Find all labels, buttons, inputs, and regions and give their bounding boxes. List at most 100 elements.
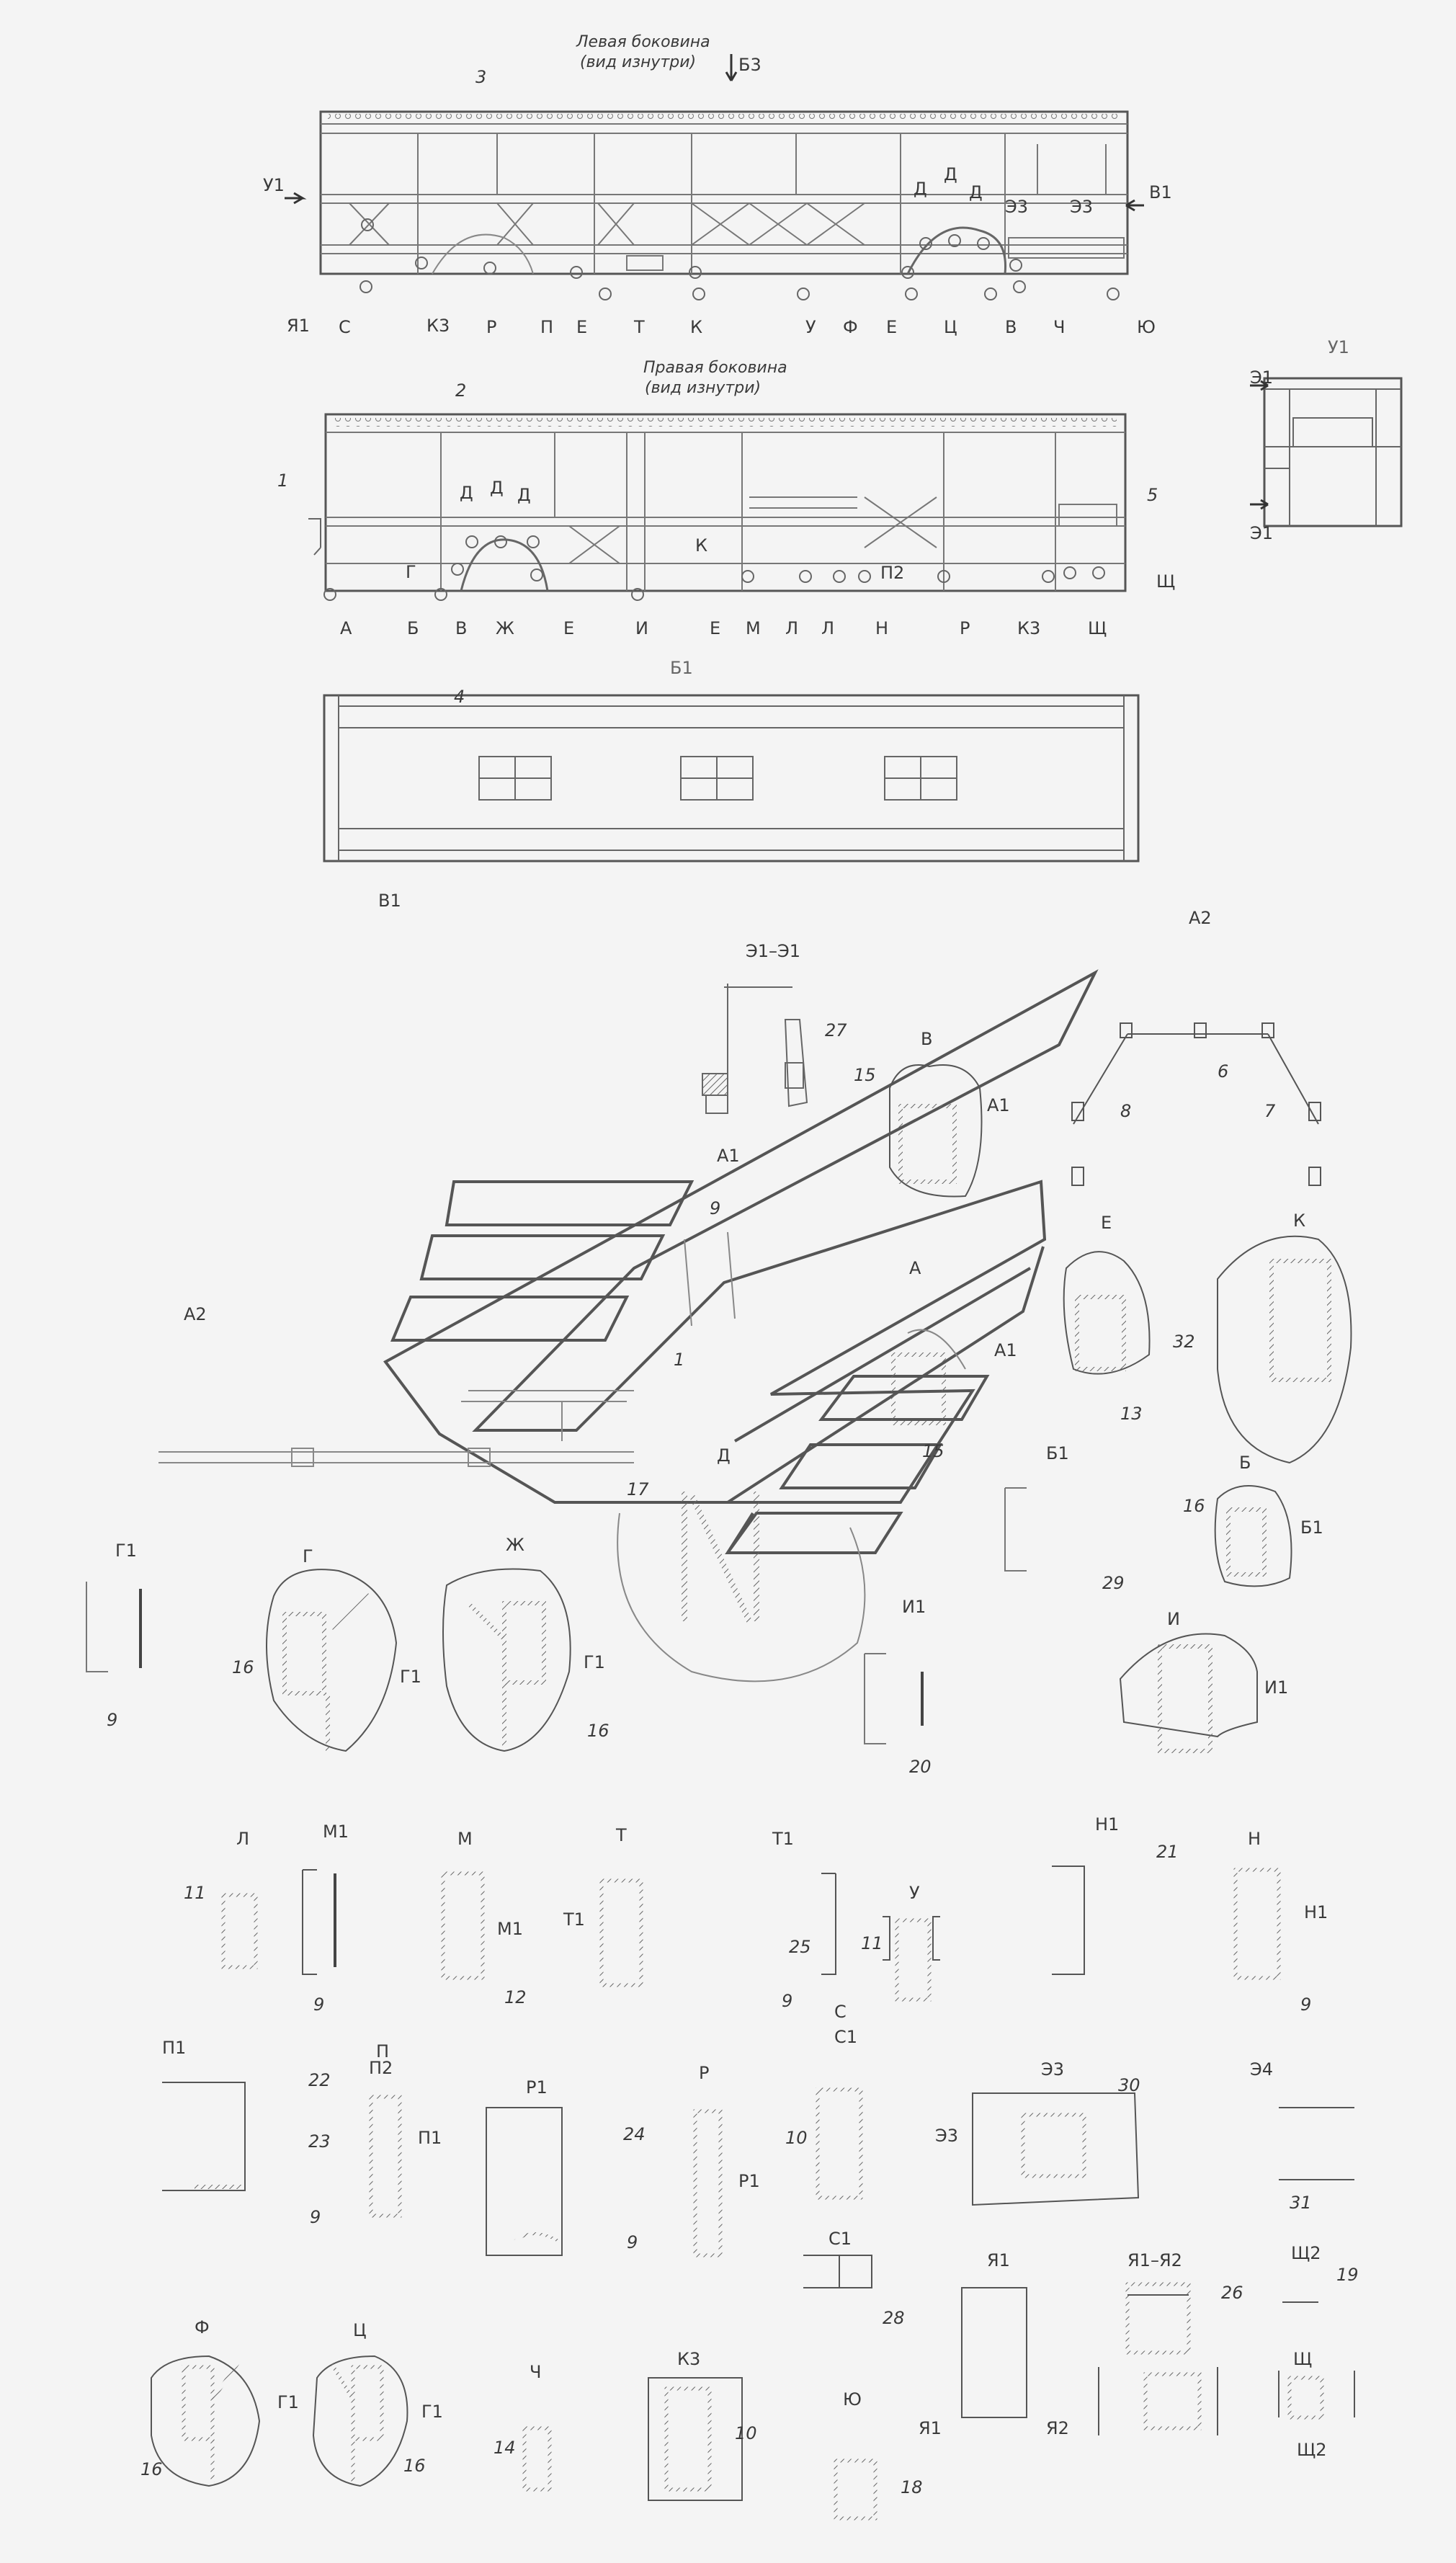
r3-g1b: Г1 [421, 2402, 443, 2422]
label-d-1: Д [914, 179, 927, 199]
detail-g-arrow: Г1 [400, 1667, 421, 1687]
r1-n1: Н1 [1095, 1814, 1120, 1835]
r2-r1-arrow: Р1 [738, 2171, 760, 2191]
r1-25: 25 [789, 1937, 811, 1957]
r3-s1: С1 [829, 2229, 852, 2249]
label-rd-3: Д [517, 485, 531, 505]
detail-i-arrow: И1 [1264, 1677, 1289, 1698]
r3-28: 28 [883, 2308, 905, 2328]
r2-p1-arrow: П1 [418, 2128, 442, 2148]
r3-f: Ф [195, 2317, 210, 2337]
label-e-2: Е [886, 317, 898, 337]
r2-e3-arrow: Э3 [935, 2126, 959, 2146]
r2-10: 10 [785, 2128, 808, 2148]
label-num-5: 5 [1147, 485, 1158, 505]
label-rv: В [455, 618, 468, 638]
detail-a2 [1071, 1022, 1321, 1186]
r1-l: Л [236, 1829, 250, 1849]
r2-s: С [834, 2002, 847, 2022]
r1-11b: 11 [861, 1933, 883, 1953]
r3-ch: Ч [530, 2362, 542, 2382]
detail-i1-title: И1 [902, 1597, 926, 1617]
r1-t1-arrow: Т1 [563, 1909, 585, 1930]
title-right-side-2: (вид изнутри) [645, 379, 762, 397]
label-rn: Н [875, 618, 889, 638]
detail-k-title: К [1293, 1211, 1306, 1231]
a2-label-6: 6 [1218, 1061, 1229, 1082]
detail-k [1217, 1235, 1352, 1464]
r2-r: Р [699, 2063, 710, 2083]
r2-23: 23 [308, 2131, 331, 2152]
a2-label-8: 8 [1120, 1101, 1132, 1121]
label-rr: Р [960, 618, 970, 638]
r1-m1: М1 [323, 1822, 349, 1842]
r3-k3: К3 [677, 2349, 701, 2369]
label-yu: Ю [1137, 317, 1156, 337]
detail-row-3 [151, 2255, 1355, 2520]
iso-label-e1e1: Э1–Э1 [746, 941, 801, 961]
label-rd-1: Д [460, 483, 473, 503]
detail-i1-num: 20 [909, 1757, 932, 1777]
detail-v-inset [889, 1064, 983, 1198]
r1-t1: Т1 [772, 1829, 794, 1849]
iso-label-17: 17 [627, 1479, 649, 1499]
detail-zh-arrow: Г1 [584, 1652, 605, 1672]
label-ts: Ц [944, 317, 957, 337]
r3-ts: Ц [353, 2320, 367, 2340]
detail-g [266, 1569, 398, 1752]
detail-b [1214, 1485, 1292, 1587]
label-ra: А [340, 618, 352, 638]
label-p: П [540, 317, 554, 337]
title-right-side-1: Правая боковина [643, 359, 787, 377]
title-left-side-2: (вид изнутри) [580, 53, 697, 71]
detail-b-arrow: Б1 [1300, 1517, 1323, 1538]
iso-label-15-b: 15 [922, 1441, 944, 1461]
label-ri: И [635, 618, 648, 638]
r1-12: 12 [504, 1987, 527, 2007]
detail-zh-num: 16 [587, 1721, 609, 1741]
detail-e-title: Е [1101, 1213, 1112, 1233]
r2-s1: С1 [834, 2027, 858, 2047]
title-left-side-1: Левая боковина [576, 33, 710, 51]
label-ya1: Я1 [287, 316, 310, 336]
detail-i [1119, 1633, 1258, 1753]
label-k: К [690, 317, 703, 337]
view-arrow-v1 [1125, 199, 1144, 212]
r3-ya2-arrow: Я2 [1046, 2418, 1069, 2438]
r3-yu: Ю [843, 2389, 862, 2410]
iso-label-a1-b: А1 [717, 1146, 740, 1166]
view-u1-title: У1 [1328, 337, 1349, 357]
r2-22: 22 [308, 2070, 331, 2090]
section-g1 [86, 1582, 142, 1672]
view-arrow-b3 [725, 54, 738, 81]
detail-g1-title: Г1 [115, 1541, 137, 1561]
view-u1-e1-top: Э1 [1250, 367, 1274, 388]
r2-9a: 9 [310, 2207, 321, 2227]
detail-g-title: Г [303, 1546, 313, 1566]
label-d-3: Д [969, 182, 983, 202]
label-re-2: Е [710, 618, 721, 638]
isometric-frame-details [158, 1231, 966, 1682]
view-u1-e1-bottom: Э1 [1250, 523, 1274, 543]
detail-i-title: И [1167, 1609, 1180, 1629]
label-k3: К3 [426, 316, 450, 336]
a2-label-7: 7 [1264, 1101, 1276, 1121]
iso-label-a1-a: А1 [987, 1095, 1010, 1115]
r2-24: 24 [623, 2124, 646, 2144]
r2-r1: Р1 [526, 2077, 548, 2098]
r1-9c: 9 [1300, 1994, 1312, 2015]
roof-title: Б1 [670, 658, 693, 678]
label-e3-1: Э3 [1005, 197, 1029, 217]
label-num-1: 1 [277, 471, 289, 491]
view-arrow-u1 [285, 192, 307, 205]
label-rk3: К3 [1017, 618, 1041, 638]
r3-19: 19 [1336, 2265, 1359, 2285]
r2-p1: П1 [162, 2038, 187, 2058]
r3-14: 14 [493, 2438, 516, 2458]
label-f: Ф [843, 317, 858, 337]
section-i1 [864, 1653, 924, 1744]
r1-9a: 9 [313, 1994, 325, 2015]
detail-b-num: 16 [1183, 1496, 1205, 1516]
r1-11a: 11 [184, 1883, 206, 1903]
iso-label-a1-c: А1 [994, 1340, 1017, 1360]
